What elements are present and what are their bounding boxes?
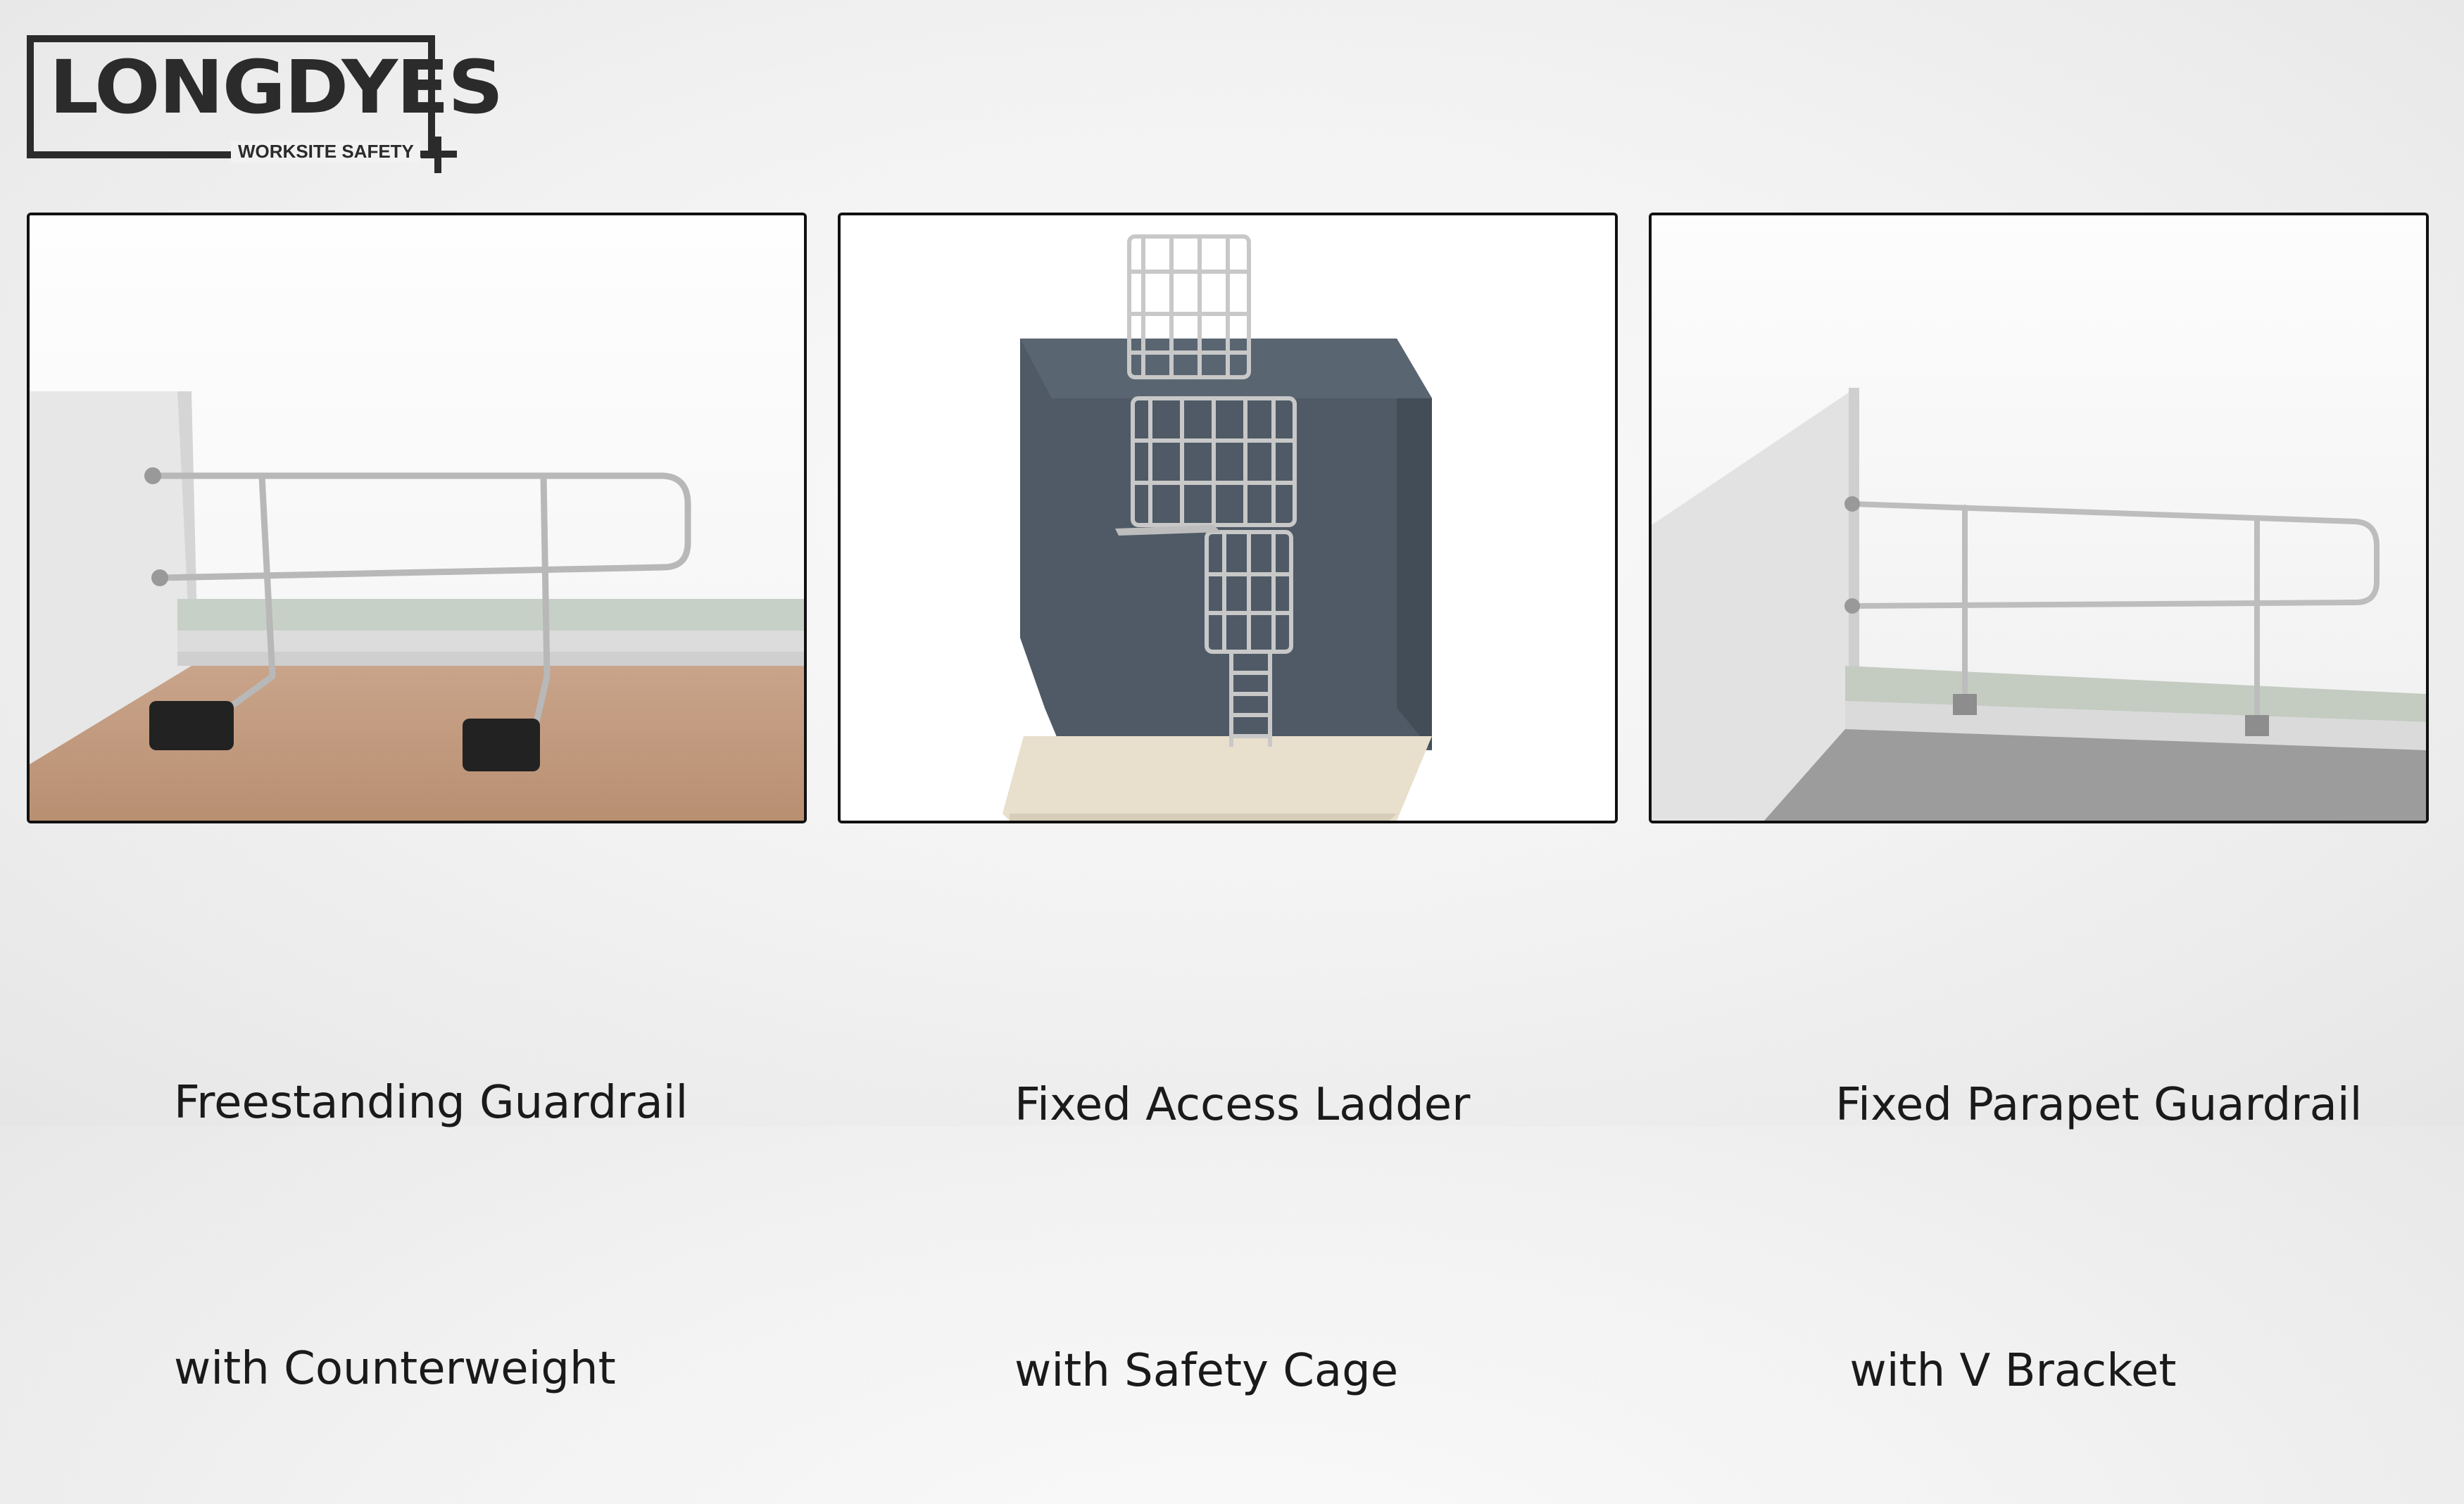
logo-tagline: WORKSITE SAFETY	[231, 141, 421, 163]
fixed-parapet-guardrail-image	[1649, 213, 2429, 823]
brand-logo: LONGDYES WORKSITE SAFETY	[27, 35, 503, 173]
caption-line2: with V Bracket	[1835, 1345, 2177, 1397]
caption-line2: with Counterweight	[174, 1343, 616, 1395]
freestanding-guardrail-image	[27, 213, 807, 823]
product-caption-ladder: Fixed Access Ladder with Safety Cage	[1014, 883, 1470, 1504]
product-caption-freestanding: Freestanding Guardrail with Counterweigh…	[174, 881, 688, 1502]
logo-brand-text: LONGDYES	[49, 44, 503, 130]
plus-icon	[420, 137, 457, 173]
caption-line1: Freestanding Guardrail	[174, 1077, 689, 1129]
caption-line2: with Safety Cage	[1014, 1345, 1399, 1397]
product-caption-parapet: Fixed Parapet Guardrail with V Bracket	[1835, 883, 2362, 1504]
fixed-access-ladder-image	[838, 213, 1618, 823]
caption-line1: Fixed Access Ladder	[1014, 1079, 1471, 1131]
caption-line1: Fixed Parapet Guardrail	[1835, 1079, 2363, 1131]
